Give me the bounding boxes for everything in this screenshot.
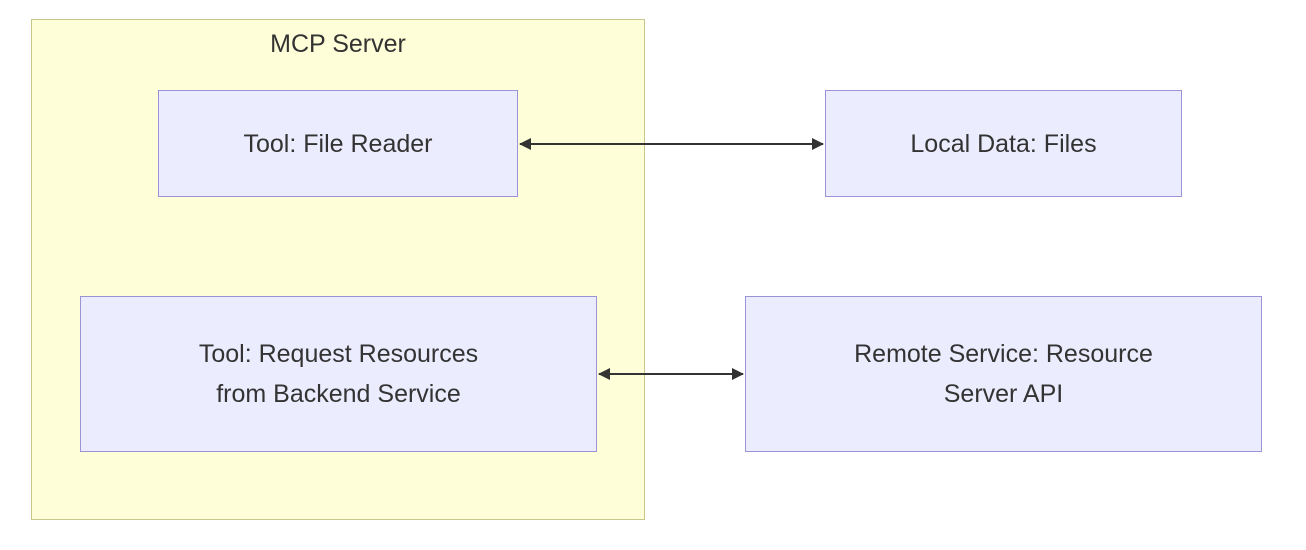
node-file-reader[interactable]: Tool: File Reader bbox=[158, 90, 518, 197]
node-remote-service[interactable]: Remote Service: Resource Server API bbox=[745, 296, 1262, 452]
node-label-line: Local Data: Files bbox=[910, 129, 1097, 158]
group-title: MCP Server bbox=[270, 30, 406, 58]
node-local-data-files[interactable]: Local Data: Files bbox=[825, 90, 1182, 197]
node-request-resources-tool[interactable]: Tool: Request Resources from Backend Ser… bbox=[80, 296, 597, 452]
node-label-line: Server API bbox=[943, 380, 1064, 408]
node-label-line: Tool: File Reader bbox=[243, 129, 433, 158]
node-label-line: Tool: Request Resources bbox=[198, 340, 479, 368]
node-label-line: from Backend Service bbox=[216, 380, 461, 408]
node-label-line: Remote Service: Resource bbox=[854, 340, 1153, 368]
